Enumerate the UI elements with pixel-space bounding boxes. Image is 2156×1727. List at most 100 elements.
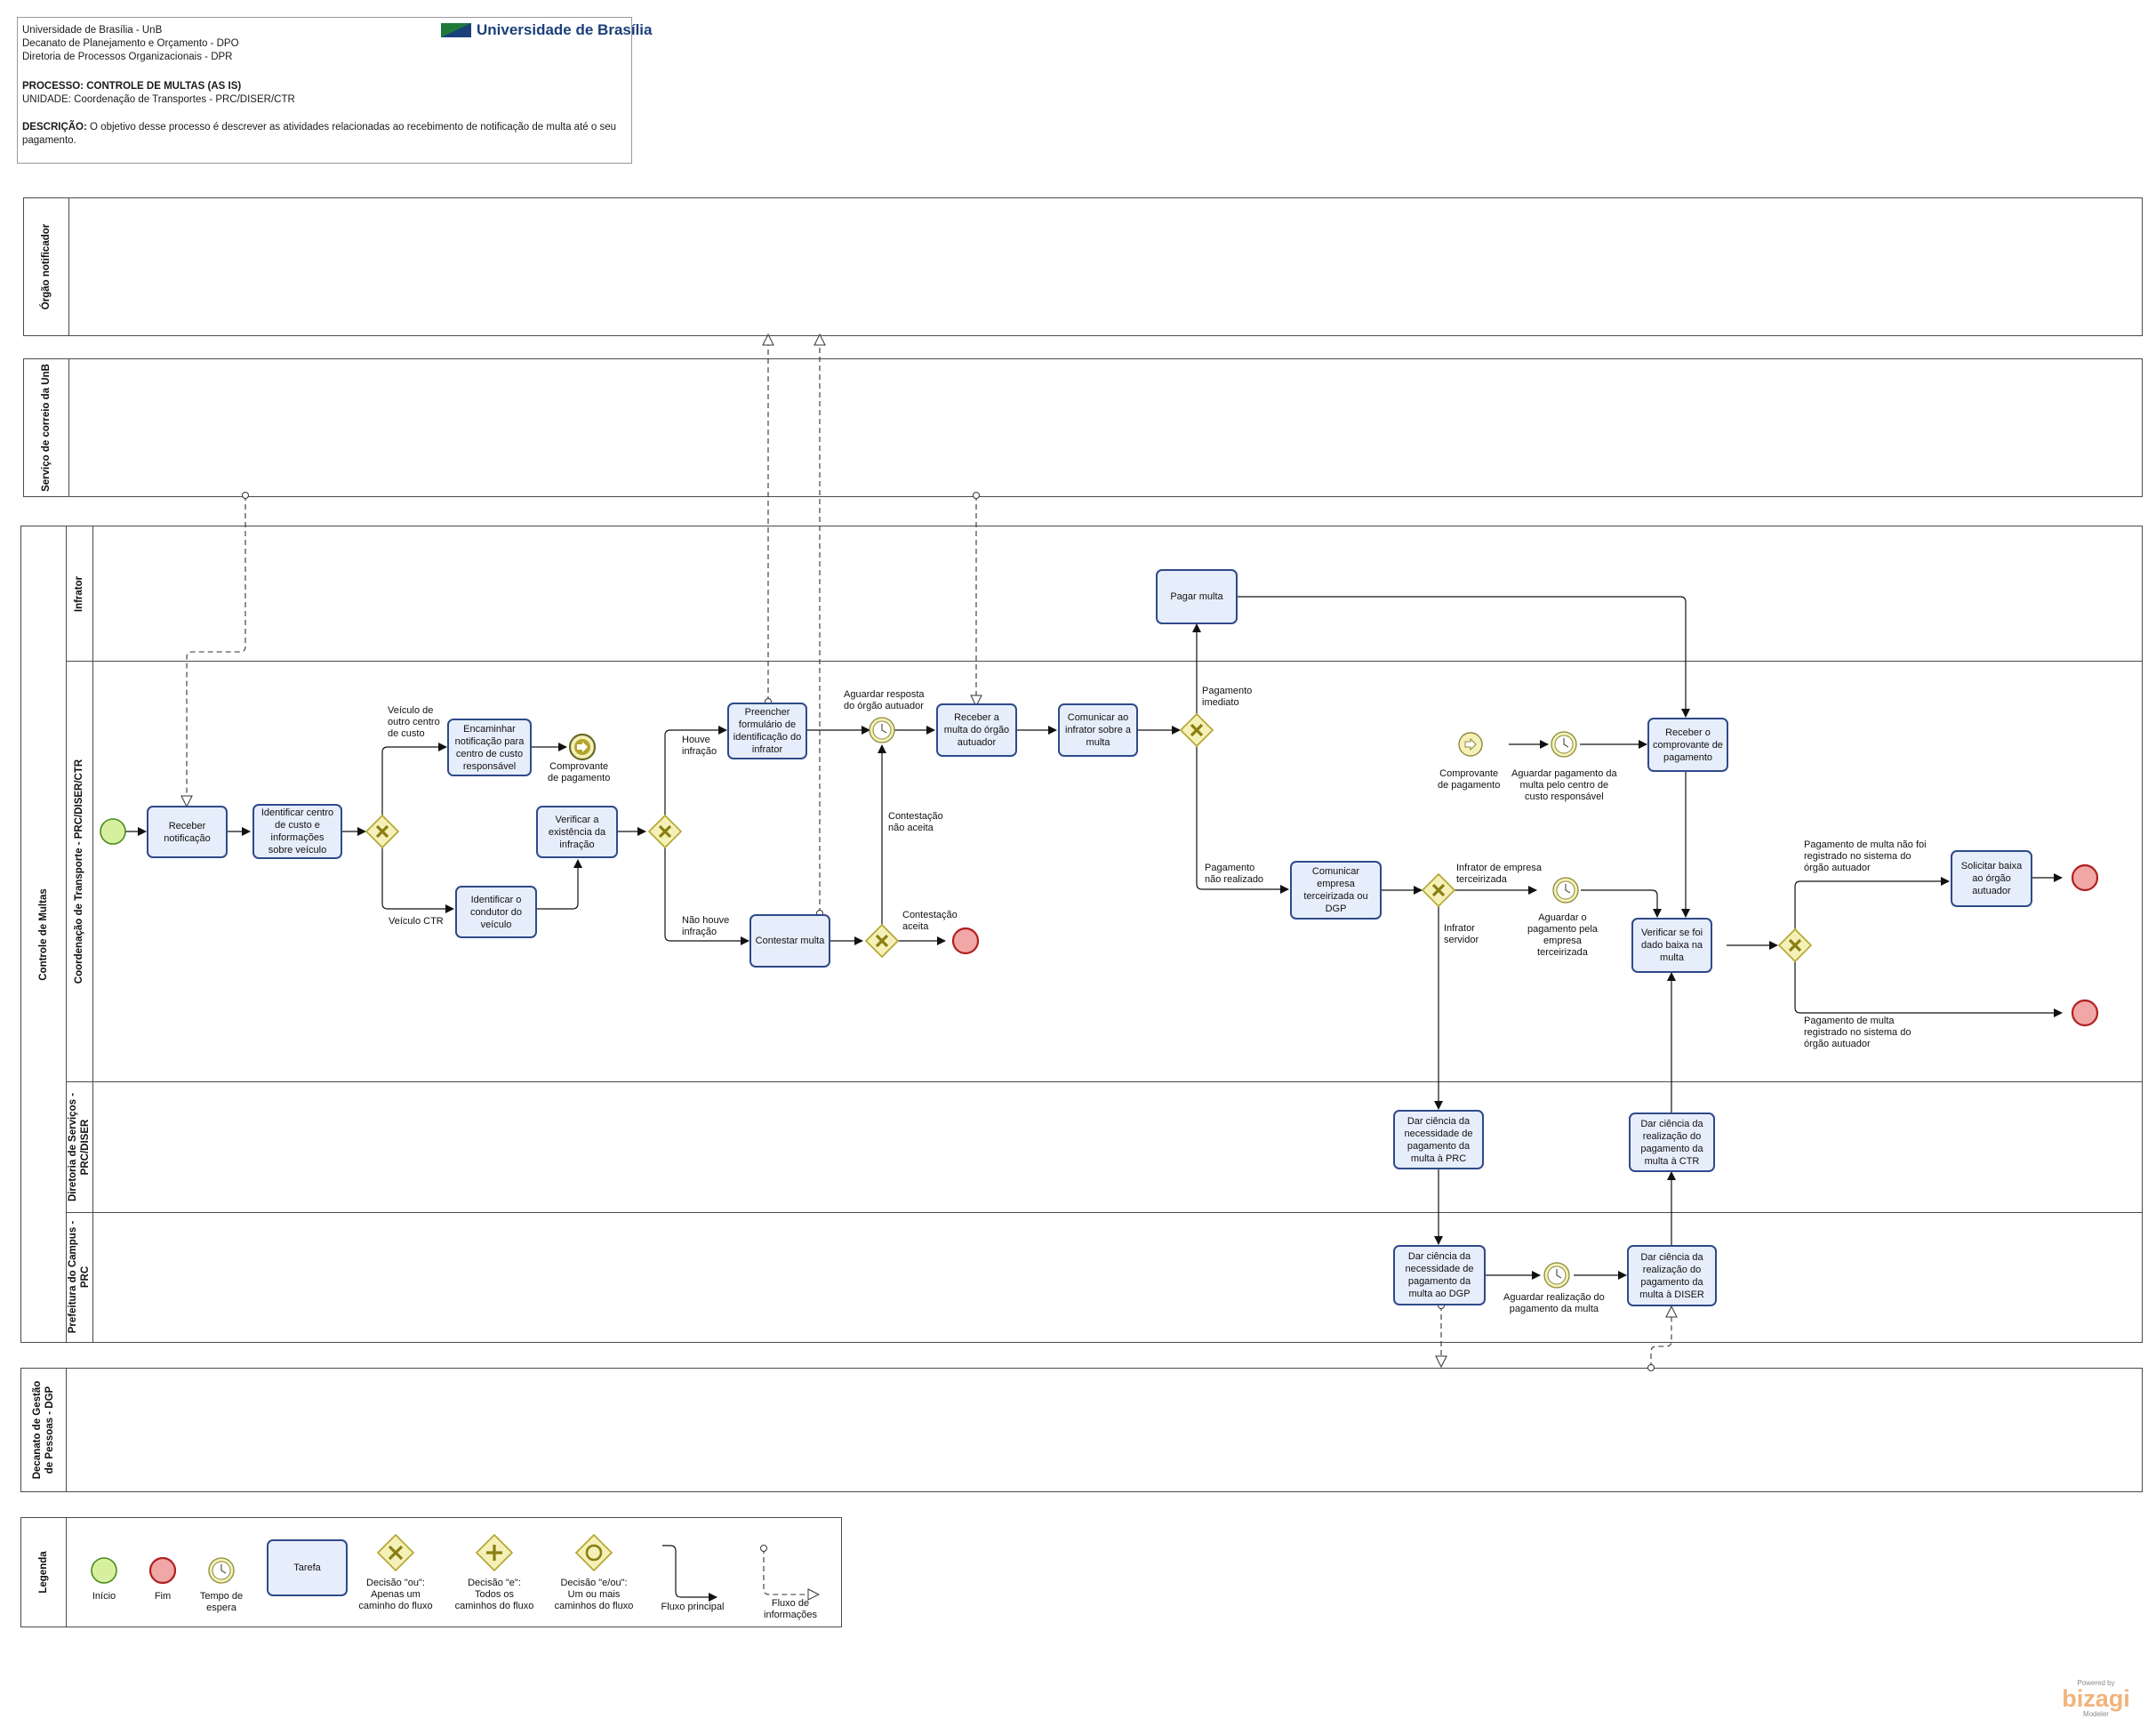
message-end-event-icon[interactable]	[568, 733, 597, 761]
legend-label-fim: Fim	[154, 1591, 172, 1602]
legend-label-decisao-eou: Decisão "e/ou": Um ou mais caminhos do f…	[554, 1578, 634, 1611]
task-receber-multa[interactable]: Receber a multa do órgão autuador	[936, 703, 1017, 757]
brand-sub: Modeler	[2083, 1710, 2109, 1718]
lane-divider	[66, 1212, 2142, 1213]
description: DESCRIÇÃO: O objetivo desse processo é d…	[22, 121, 618, 148]
exclusive-gateway-icon[interactable]	[1777, 928, 1813, 963]
exclusive-gateway-icon[interactable]	[1179, 712, 1214, 748]
flow-line	[1238, 596, 1690, 718]
info-flow-line	[1650, 1306, 1671, 1368]
label-veiculo-outro-centro: Veículo de outro centro de custo	[388, 705, 440, 739]
label-veiculo-ctr: Veículo CTR	[389, 916, 444, 927]
pool-label-area: Decanato de Gestão de Pessoas - DGP	[21, 1369, 67, 1491]
task-comunicar-infrator[interactable]: Comunicar ao infrator sobre a multa	[1058, 703, 1138, 757]
legend-label-decisao-ou: Decisão "ou": Apenas um caminho do fluxo	[358, 1578, 433, 1611]
flow-line	[381, 847, 454, 913]
pool-dgp: Decanato de Gestão de Pessoas - DGP	[20, 1368, 2143, 1492]
label-aguardar-resposta: Aguardar resposta do órgão autuador	[844, 689, 925, 711]
legend-task-box: Tarefa	[267, 1539, 348, 1596]
label-houve-infracao: Houve infração	[682, 735, 717, 757]
label-aguardar-centro-custo: Aguardar pagamento da multa pelo centro …	[1511, 768, 1617, 802]
pool-controle-multas: Controle de Multas Infrator Coordenação …	[20, 526, 2143, 1343]
pool-servico-correio: Serviço de correio da UnB	[23, 358, 2143, 497]
task-encaminhar-notificacao[interactable]: Encaminhar notificação para centro de cu…	[447, 719, 532, 776]
task-contestar-multa[interactable]: Contestar multa	[749, 914, 830, 968]
legend-label-decisao-e: Decisão "e": Todos os caminhos do fluxo	[454, 1578, 534, 1611]
description-label: DESCRIÇÃO:	[22, 122, 87, 133]
end-event-icon[interactable]	[2071, 864, 2099, 892]
legend-label-inicio: Início	[92, 1591, 116, 1602]
label-comprovante-pagamento: Comprovante de pagamento	[548, 761, 611, 783]
org-line-3: Diretoria de Processos Organizacionais -…	[22, 52, 233, 62]
label-contestacao-nao-aceita: Contestação não aceita	[888, 811, 943, 833]
flow-line	[1196, 746, 1289, 894]
end-event-icon[interactable]	[2071, 999, 2099, 1027]
legend-parallel-gateway-icon	[475, 1533, 514, 1572]
label-aguardar-empresa: Aguardar o pagamento pela empresa tercei…	[1527, 912, 1598, 958]
lane-divider	[66, 661, 2142, 662]
label-contestacao-aceita: Contestação aceita	[902, 910, 958, 932]
message-start-event-icon[interactable]	[1458, 732, 1483, 757]
bizagi-brand: Powered by bizagi Modeler	[2054, 1679, 2138, 1719]
flow-line	[1794, 877, 1950, 929]
task-pagar-multa[interactable]: Pagar multa	[1156, 569, 1238, 624]
label-nao-registrado: Pagamento de multa não foi registrado no…	[1804, 839, 1927, 873]
task-comunicar-empresa[interactable]: Comunicar empresa terceirizada ou DGP	[1290, 861, 1382, 920]
label-pagamento-nao-realizado: Pagamento não realizado	[1205, 863, 1264, 885]
unb-logo-text: Universidade de Brasília	[477, 21, 653, 38]
task-receber-notificacao[interactable]: Receber notificação	[147, 806, 228, 858]
flow-line	[537, 859, 582, 910]
legend-main-flow-icon	[662, 1545, 717, 1602]
timer-event-icon[interactable]	[869, 717, 895, 743]
legend-exclusive-gateway-icon	[376, 1533, 415, 1572]
label-infrator-servidor: Infrator servidor	[1444, 923, 1479, 945]
task-preencher-formulario[interactable]: Preencher formulário de identificação do…	[727, 703, 807, 759]
task-verificar-baixa[interactable]: Verificar se foi dado baixa na multa	[1631, 918, 1712, 973]
pool-label-area: Legenda	[21, 1518, 67, 1627]
pool-label-area: Órgão notificador	[24, 198, 69, 335]
timer-event-icon[interactable]	[1543, 1262, 1570, 1289]
brand-powered: Powered by	[2077, 1679, 2115, 1687]
label-registrado: Pagamento de multa registrado no sistema…	[1804, 1016, 1912, 1049]
task-dar-ciencia-dgp[interactable]: Dar ciência da necessidade de pagamento …	[1393, 1245, 1486, 1305]
timer-event-icon[interactable]	[1552, 877, 1579, 904]
pool-label-area: Serviço de correio da UnB	[24, 359, 69, 496]
legend-timer-icon	[208, 1557, 235, 1584]
task-receber-comprovante[interactable]: Receber o comprovante de pagamento	[1647, 718, 1728, 772]
task-dar-ciencia-prc[interactable]: Dar ciência da necessidade de pagamento …	[1393, 1110, 1484, 1169]
exclusive-gateway-icon[interactable]	[864, 923, 900, 959]
legend-info-flow-origin	[760, 1545, 767, 1552]
task-verificar-existencia[interactable]: Verificar a existência da infração	[536, 806, 618, 858]
label-comprovante-pagamento-2: Comprovante de pagamento	[1438, 768, 1501, 791]
flow-line	[1794, 961, 2063, 1017]
pool-label-area: Controle de Multas	[21, 526, 67, 1342]
legend-inclusive-gateway-icon	[574, 1533, 613, 1572]
pool-orgao-notificador: Órgão notificador	[23, 197, 2143, 336]
exclusive-gateway-icon[interactable]	[647, 814, 683, 849]
org-line-2: Decanato de Planejamento e Orçamento - D…	[22, 38, 239, 49]
task-solicitar-baixa[interactable]: Solicitar baixa ao órgão autuador	[1951, 850, 2032, 907]
exclusive-gateway-icon[interactable]	[365, 814, 400, 849]
info-flow-line	[187, 495, 246, 807]
timer-event-icon[interactable]	[1551, 731, 1577, 758]
flow-line	[664, 726, 727, 815]
lane-label-column	[66, 526, 93, 1342]
task-dar-ciencia-ctr[interactable]: Dar ciência da realização do pagamento d…	[1629, 1113, 1715, 1172]
unit-line: UNIDADE: Coordenação de Transportes - PR…	[22, 94, 295, 105]
task-dar-ciencia-diser[interactable]: Dar ciência da realização do pagamento d…	[1627, 1245, 1717, 1306]
label-pagamento-imediato: Pagamento imediato	[1202, 686, 1253, 708]
exclusive-gateway-icon[interactable]	[1421, 872, 1456, 908]
task-identificar-condutor[interactable]: Identificar o condutor do veículo	[455, 886, 537, 938]
info-flow-origin	[973, 492, 980, 499]
task-identificar-centro-custo[interactable]: Identificar centro de custo e informaçõe…	[252, 804, 342, 859]
end-event-icon[interactable]	[951, 927, 980, 955]
legend-end-icon	[148, 1556, 177, 1585]
legend-start-icon	[91, 1557, 117, 1584]
label-aguardar-realizacao: Aguardar realização do pagamento da mult…	[1503, 1292, 1605, 1314]
legend-label-fluxo-principal: Fluxo principal	[661, 1602, 725, 1612]
flow-line	[381, 743, 447, 815]
unb-logo-mark-icon	[441, 23, 471, 37]
start-event-icon[interactable]	[100, 818, 126, 845]
